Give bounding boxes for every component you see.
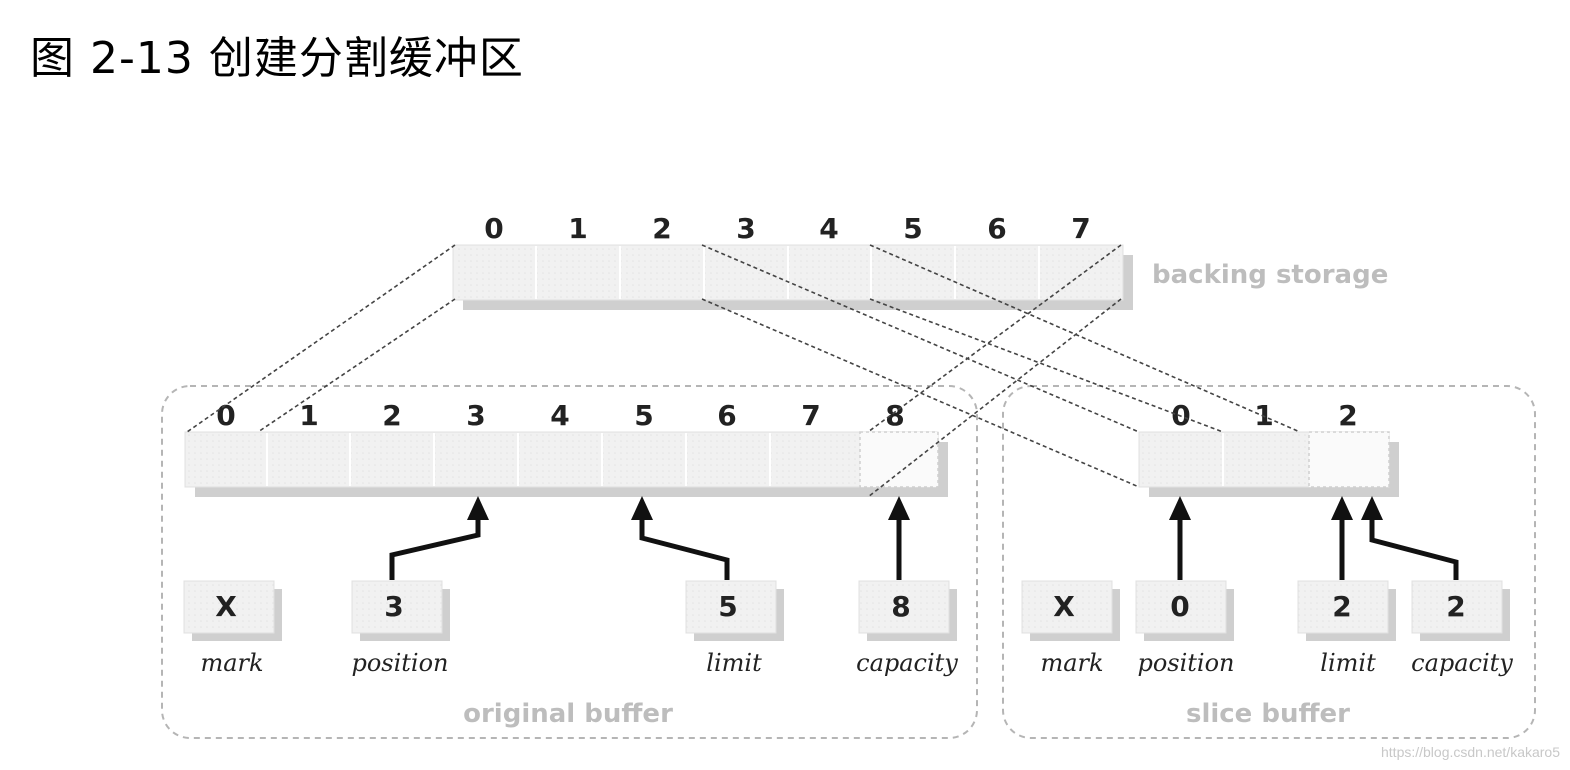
backing-index-2: 2	[652, 212, 671, 245]
original-index-2: 2	[382, 399, 401, 432]
original-index-7: 7	[801, 399, 820, 432]
capacity-arrowhead	[888, 496, 910, 520]
slice-mark-value: X	[1053, 590, 1075, 623]
backing-index-3: 3	[736, 212, 755, 245]
slice-capacity-arrowhead	[1361, 496, 1383, 520]
slice-limit-label: limit	[1320, 649, 1376, 677]
limit-arrowhead	[631, 496, 653, 520]
original-capacity-value: 8	[891, 590, 910, 623]
original-position-value: 3	[384, 590, 403, 623]
original-index-6: 6	[717, 399, 736, 432]
slice-capacity-label: capacity	[1411, 649, 1513, 677]
original-buffer-frame	[161, 385, 978, 739]
original-index-4: 4	[550, 399, 569, 432]
slice-arrows	[1177, 515, 1459, 580]
watermark: https://blog.csdn.net/kakaro5	[1381, 744, 1560, 760]
original-arrows	[389, 515, 902, 580]
backing-index-1: 1	[568, 212, 587, 245]
original-buffer-label: original buffer	[463, 699, 673, 729]
original-field-boxes	[183, 580, 957, 641]
backing-storage-array	[452, 244, 1133, 310]
slice-mark-label: mark	[1040, 649, 1103, 677]
backing-index-0: 0	[484, 212, 503, 245]
slice-capacity-value: 2	[1446, 590, 1465, 623]
original-limit-label: limit	[706, 649, 762, 677]
original-mark-value: X	[215, 590, 237, 623]
backing-index-4: 4	[819, 212, 838, 245]
backing-index-5: 5	[903, 212, 922, 245]
slice-limit-value: 2	[1332, 590, 1351, 623]
slice-position-value: 0	[1170, 590, 1189, 623]
figure-title: 图 2-13 创建分割缓冲区	[30, 33, 524, 84]
slice-position-arrowhead	[1169, 496, 1191, 520]
position-arrowhead	[467, 496, 489, 520]
slice-position-label: position	[1137, 649, 1234, 677]
slice-buffer-array	[1138, 431, 1399, 497]
slice-limit-arrowhead	[1331, 496, 1353, 520]
backing-storage-label: backing storage	[1152, 260, 1388, 290]
original-buffer-array	[184, 431, 948, 497]
original-capacity-label: capacity	[856, 649, 958, 677]
original-index-1: 1	[299, 399, 318, 432]
backing-index-7: 7	[1071, 212, 1090, 245]
slice-index-2: 2	[1338, 399, 1357, 432]
backing-index-6: 6	[987, 212, 1006, 245]
mapping-lines	[186, 244, 1301, 498]
original-mark-label: mark	[200, 649, 263, 677]
slice-field-boxes	[1021, 580, 1510, 641]
slice-buffer-label: slice buffer	[1186, 699, 1350, 729]
original-index-5: 5	[634, 399, 653, 432]
original-limit-value: 5	[718, 590, 737, 623]
original-index-8: 8	[885, 399, 904, 432]
original-position-label: position	[351, 649, 448, 677]
original-index-0: 0	[216, 399, 235, 432]
original-index-3: 3	[466, 399, 485, 432]
